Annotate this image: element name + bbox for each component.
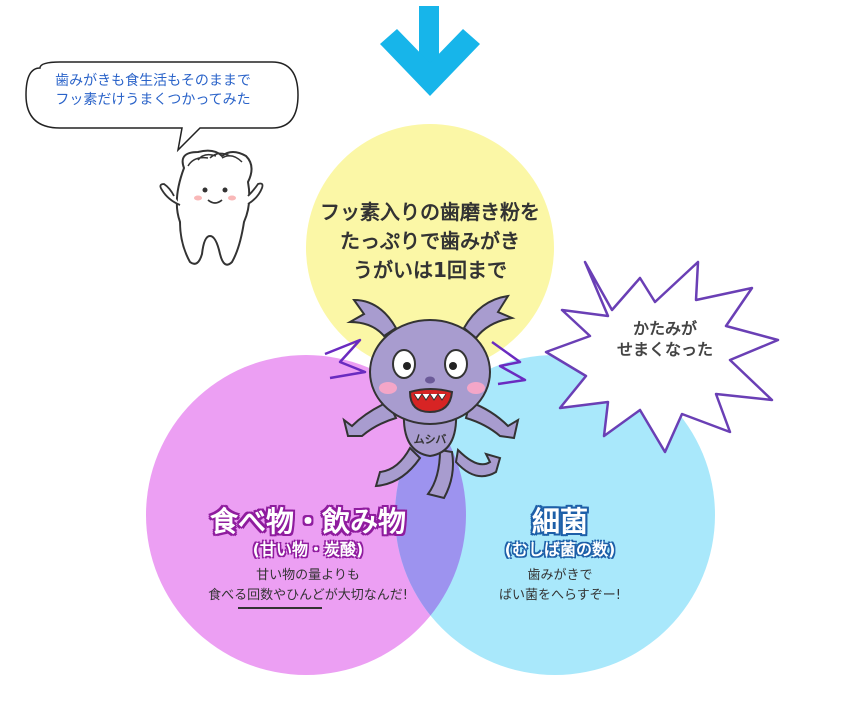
blue-circle — [395, 355, 715, 675]
yellow-circle-text: フッ素入りの歯磨き粉を たっぷりで歯みがき うがいは1回まで — [300, 198, 560, 285]
lightning-icon — [324, 338, 527, 386]
pink-circle — [146, 355, 466, 675]
burst-text: かたみが せまくなった — [600, 318, 730, 360]
speech-bubble-line2: フッ素だけうまくつかってみた — [55, 92, 251, 108]
emphasis-underline — [238, 607, 322, 609]
pink-circle-note-line1: 甘い物の量よりも — [256, 568, 360, 583]
yellow-circle-line1: フッ素入りの歯磨き粉を — [320, 200, 540, 224]
blue-circle-note-line2: ばい菌をへらすぞー! — [499, 588, 621, 603]
pink-circle-subtitle: (甘い物・炭酸) — [252, 540, 364, 559]
blue-circle-note: 歯みがきで ばい菌をへらすぞー! — [460, 566, 660, 606]
burst-line1: かたみが — [632, 319, 697, 338]
down-arrow-icon — [380, 6, 480, 96]
burst-shape — [544, 260, 780, 454]
speech-bubble-text: 歯みがきも食生活もそのままで フッ素だけうまくつかってみた — [22, 72, 284, 110]
mushiba-character-icon — [342, 294, 520, 500]
pink-circle-title: 食べ物・飲み物 — [209, 505, 406, 538]
yellow-circle-line3: うがいは1回まで — [353, 258, 507, 282]
blue-circle-title: 細菌 — [531, 505, 588, 538]
speech-bubble-line1: 歯みがきも食生活もそのままで — [55, 73, 251, 89]
blue-circle-subtitle: (むしば菌の数) — [504, 540, 616, 559]
yellow-circle-line2: たっぷりで歯みがき — [340, 229, 520, 253]
pink-circle-note-line2: 食べる回数やひんどが大切なんだ! — [208, 588, 408, 603]
tooth-character-icon — [159, 149, 264, 266]
pink-circle-note: 甘い物の量よりも 食べる回数やひんどが大切なんだ! — [178, 566, 438, 606]
character-label: ムシバ — [413, 433, 447, 446]
blue-circle-note-line1: 歯みがきで — [527, 568, 593, 583]
burst-line2: せまくなった — [616, 340, 713, 359]
speech-bubble — [25, 61, 299, 153]
